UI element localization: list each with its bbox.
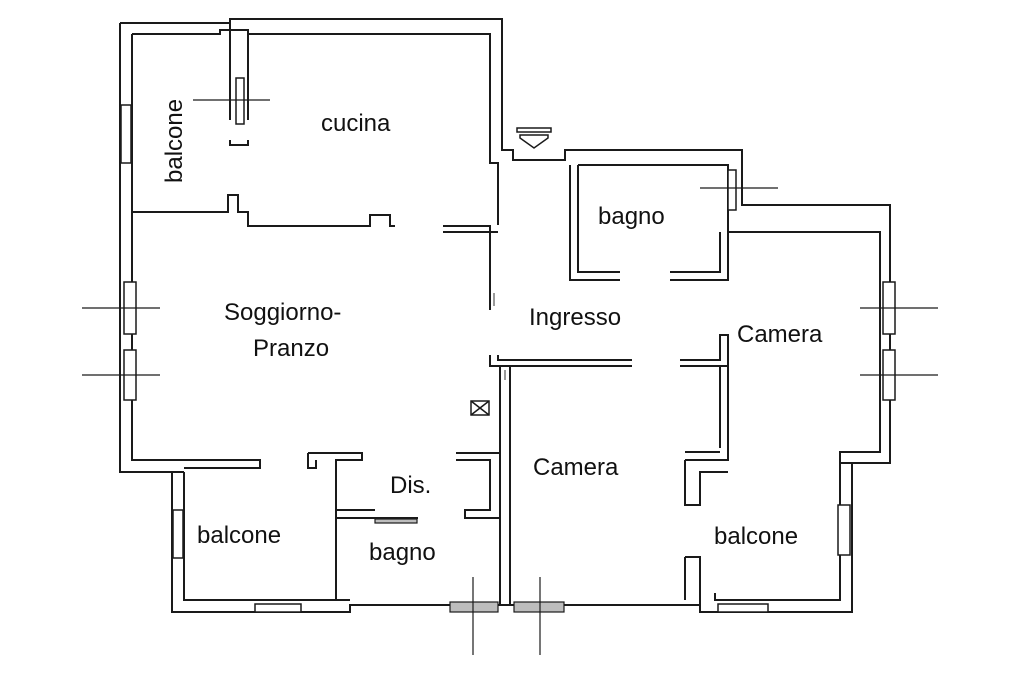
room-label-soggiorno-line1: Soggiorno- bbox=[224, 299, 341, 326]
window-dis bbox=[374, 518, 418, 524]
window-cucina bbox=[235, 77, 245, 125]
window-bagno-n bbox=[727, 169, 737, 211]
room-label-balcone-sw: balcone bbox=[197, 522, 281, 549]
room-label-balcone-nw: balcone bbox=[161, 99, 188, 183]
window-balcone-se bbox=[837, 504, 851, 556]
room-label-soggiorno-line2: Pranzo bbox=[253, 335, 329, 362]
room-label-bagno-s: bagno bbox=[369, 539, 436, 566]
room-label-camera-s: Camera bbox=[533, 454, 619, 481]
room-label-dis: Dis. bbox=[390, 472, 431, 499]
interior-walls bbox=[131, 19, 852, 605]
entrance-arrow-icon bbox=[516, 127, 552, 149]
window-bagno-s bbox=[449, 601, 499, 613]
room-label-ingresso: Ingresso bbox=[529, 304, 621, 331]
room-label-bagno-n: bagno bbox=[598, 203, 665, 230]
window-balcone-sw bbox=[172, 509, 184, 559]
boiler-icon bbox=[470, 400, 490, 416]
room-label-camera-e: Camera bbox=[737, 321, 823, 348]
window-camera-s bbox=[513, 601, 565, 613]
reference-lines bbox=[82, 99, 938, 655]
door-markers bbox=[493, 293, 506, 380]
room-label-cucina: cucina bbox=[321, 110, 391, 137]
window-south-1 bbox=[254, 603, 302, 613]
room-label-balcone-se: balcone bbox=[714, 523, 798, 550]
windows bbox=[120, 77, 896, 613]
window-balcone-nw bbox=[120, 104, 132, 164]
window-south-se bbox=[717, 603, 769, 613]
